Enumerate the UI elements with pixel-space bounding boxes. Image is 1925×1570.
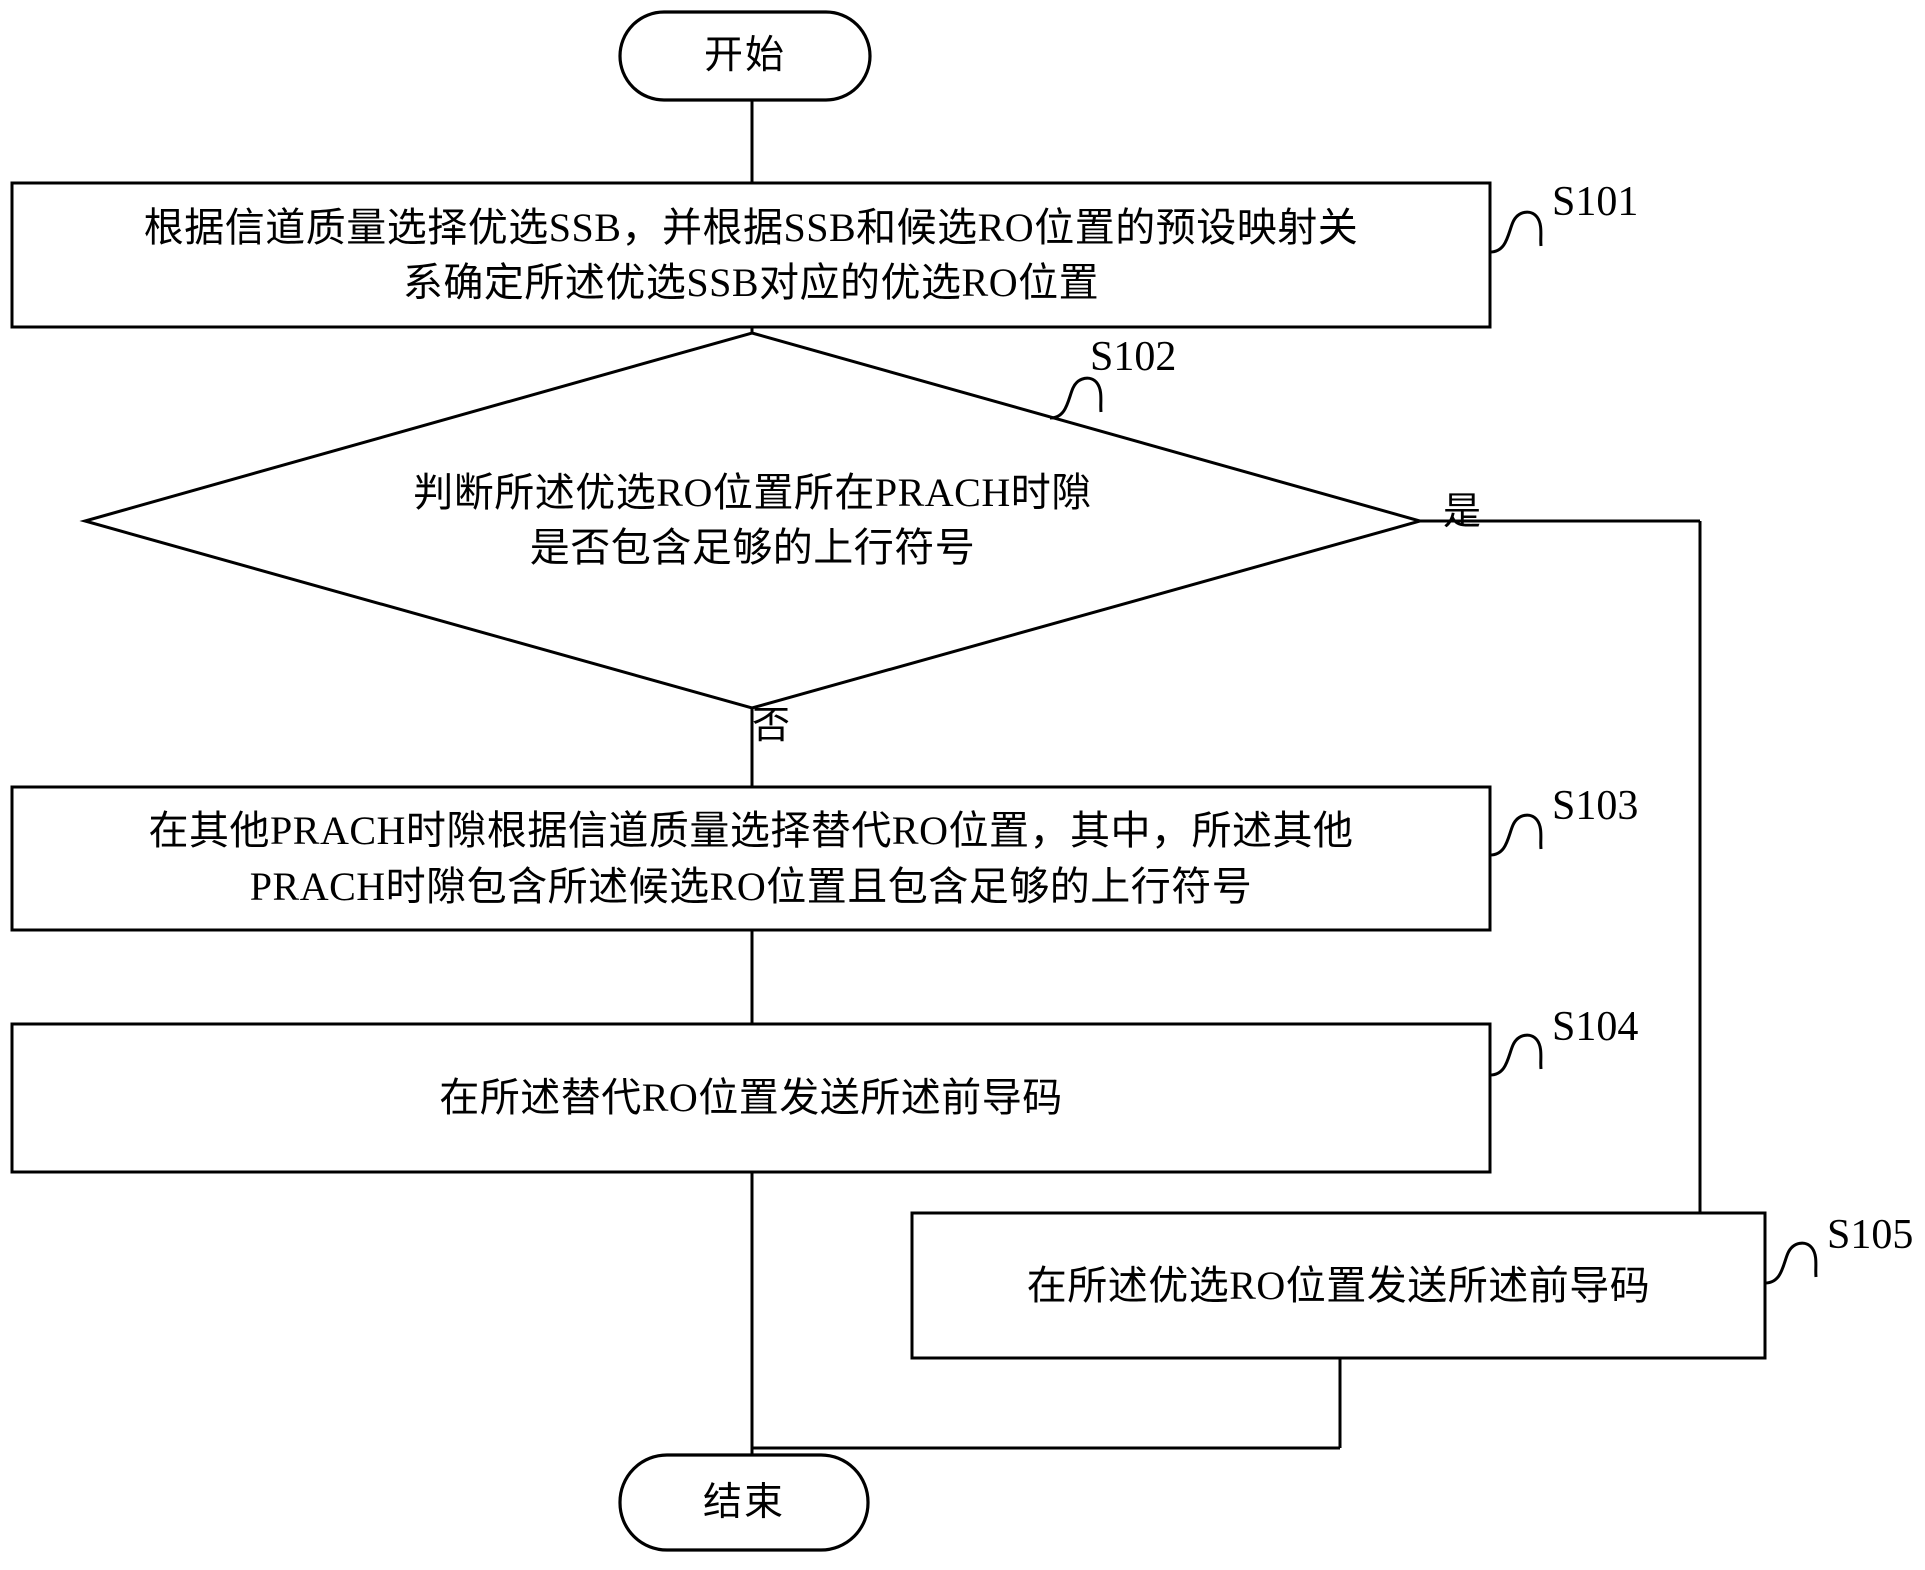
- s105-node-shape: [910, 1211, 1767, 1360]
- s103-leader-line: [1489, 813, 1543, 857]
- s105-leader-line: [1764, 1241, 1818, 1285]
- s102-no-branch-label: 否: [752, 705, 791, 747]
- s102-leader-line: [1049, 376, 1103, 420]
- s101-leader-line: [1489, 210, 1543, 254]
- s104-step-label: S104: [1552, 1004, 1639, 1050]
- s104-node-shape: [10, 1022, 1492, 1174]
- s102-node-shape: [79, 331, 1426, 710]
- s101-node-shape: [10, 181, 1492, 329]
- s102-step-label: S102: [1090, 334, 1177, 380]
- s105-step-label: S105: [1827, 1212, 1914, 1258]
- s102-yes-branch-label: 是: [1443, 491, 1482, 533]
- end-node-shape: [618, 1453, 870, 1552]
- s103-node-shape: [10, 785, 1492, 932]
- s103-step-label: S103: [1552, 783, 1639, 829]
- s101-step-label: S101: [1552, 179, 1639, 225]
- s104-leader-line: [1489, 1033, 1543, 1077]
- start-node-shape: [618, 10, 872, 102]
